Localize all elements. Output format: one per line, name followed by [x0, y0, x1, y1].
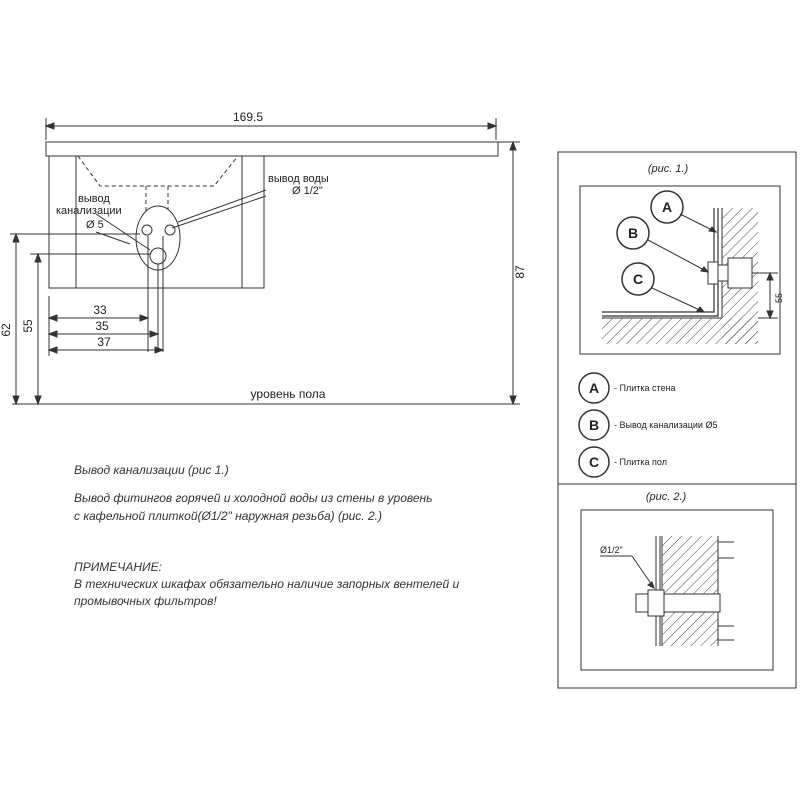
note-heading: ПРИМЕЧАНИЕ:	[74, 560, 162, 574]
drain-label-2: канализации	[56, 205, 122, 217]
fig2-fitting	[635, 589, 721, 617]
callout-c: C	[633, 271, 643, 287]
outlet-plate	[135, 205, 181, 271]
dim-height	[498, 140, 520, 406]
dim-width	[44, 118, 498, 140]
callout-a: A	[662, 199, 672, 215]
fig1-caption: (рис. 1.)	[648, 163, 689, 175]
water-outlet-size: Ø 1/2"	[292, 185, 323, 197]
sink-bowl-hidden	[77, 155, 239, 187]
fig1-dim	[752, 271, 778, 320]
dim-33-label: 33	[93, 303, 107, 317]
detail-panel	[557, 151, 797, 689]
fig2-caption: (рис. 2.)	[646, 491, 687, 503]
legend: A B C - Плитка стена - Вывод канализации…	[578, 372, 717, 478]
fig1-dim-55: 55	[774, 293, 784, 303]
legend-b-letter: B	[589, 417, 599, 433]
fig1-frame	[579, 185, 781, 355]
dim-37-label: 37	[97, 335, 111, 349]
drain-label-1: вывод	[78, 193, 110, 205]
legend-a-letter: A	[589, 380, 599, 396]
dim-55-label: 55	[21, 319, 35, 333]
callout-a-circle	[650, 190, 684, 224]
fig1-floor	[602, 318, 758, 344]
callout-c-circle	[621, 262, 655, 296]
water-outlet-left	[141, 224, 153, 236]
note-water-1: Вывод фитингов горячей и холодной воды и…	[74, 491, 433, 505]
fig1-tile	[602, 208, 719, 317]
countertop	[45, 141, 499, 157]
note-water-2: с кафельной плиткой(Ø1/2" наружная резьб…	[74, 509, 382, 523]
legend-b-text: - Вывод канализации Ø5	[614, 420, 717, 430]
legend-a-text: - Плитка стена	[614, 383, 676, 393]
fig2-thread-label: Ø1/2"	[600, 545, 623, 555]
fig2-wall	[662, 536, 718, 646]
fig2-frame	[580, 509, 774, 671]
drain-label-3: Ø 5	[86, 219, 104, 231]
dim-width-label: 169.5	[233, 110, 263, 124]
dim-height-label: 87	[513, 265, 527, 279]
floor-level-label: уровень пола	[251, 387, 326, 401]
note-body-1: В технических шкафах обязательно наличие…	[74, 577, 460, 591]
fig1-drain-fitting	[707, 257, 753, 289]
callout-b: B	[628, 225, 638, 241]
dim-35-label: 35	[95, 319, 109, 333]
water-outlet-right	[164, 224, 176, 236]
note-body-2: промывочных фильтров!	[74, 594, 217, 608]
legend-c-text: - Плитка пол	[614, 457, 667, 467]
note-drain: Вывод канализации (рис 1.)	[74, 463, 229, 477]
callout-b-circle	[616, 216, 650, 250]
legend-c-letter: C	[589, 454, 599, 470]
dim-62-label: 62	[0, 323, 13, 337]
dim-left	[10, 232, 150, 406]
water-outlet-label: вывод воды	[268, 173, 329, 185]
dim-bottom	[47, 296, 165, 356]
